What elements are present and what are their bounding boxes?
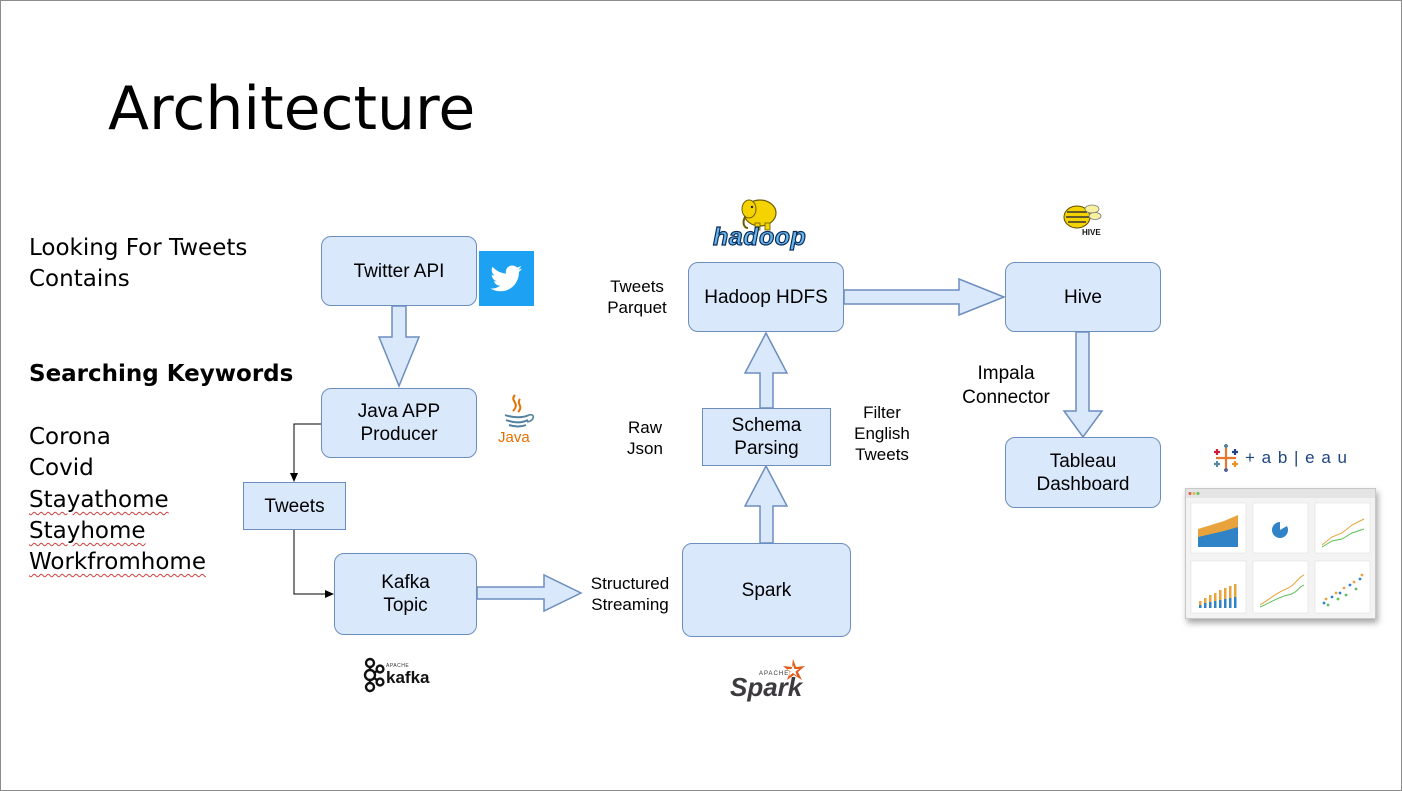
- label-tweets-parquet: Tweets Parquet: [599, 276, 675, 318]
- label-line: Impala: [977, 363, 1035, 384]
- label-line: Json: [627, 439, 663, 458]
- slide-title: Architecture: [108, 74, 476, 144]
- tableau-logo-text: + a b | e a u: [1245, 448, 1348, 467]
- label-line: Structured: [590, 574, 670, 593]
- label-line: Streaming: [591, 595, 669, 614]
- node-schema-parsing: Schema Parsing: [702, 408, 831, 466]
- node-tableau-line2: Dashboard: [1036, 473, 1130, 495]
- arrow-schema-to-hdfs: [743, 331, 789, 409]
- label-line: Filter: [863, 403, 901, 422]
- arrow-hdfs-to-hive: [843, 277, 1007, 317]
- keyword-item: Stayhome: [29, 516, 146, 547]
- java-cup-icon: Java: [495, 393, 539, 447]
- spark-star-icon: APACHE Spark: [729, 658, 811, 702]
- keyword-item: Workfromhome: [29, 547, 206, 578]
- kafka-logo-text: kafka: [386, 668, 430, 687]
- label-line: English: [854, 424, 910, 443]
- label-structured-streaming: Structured Streaming: [583, 573, 677, 615]
- spark-apache-text: APACHE: [759, 671, 790, 677]
- label-line: Parquet: [607, 298, 667, 317]
- keyword-item: Stayathome: [29, 485, 169, 516]
- arrow-twitter-to-java: [377, 305, 421, 388]
- node-java-producer-line1: Java APP: [357, 401, 441, 422]
- label-line: Connector: [962, 387, 1050, 408]
- node-twitter-api: Twitter API: [321, 236, 477, 306]
- node-schema-line2: Parsing: [734, 438, 799, 459]
- node-tableau-line1: Tableau: [1049, 450, 1117, 472]
- hadoop-elephant-icon: hadoop: [711, 195, 811, 252]
- keyword-text: Stayhome: [29, 518, 146, 544]
- keywords-heading: Searching Keywords: [29, 361, 294, 387]
- node-tableau-dashboard: Tableau Dashboard: [1005, 437, 1161, 508]
- intro-line-1: Looking For Tweets: [29, 235, 248, 261]
- node-tweets: Tweets: [243, 482, 346, 530]
- node-java-producer: Java APP Producer: [321, 388, 477, 458]
- node-kafka-topic: Kafka Topic: [334, 553, 477, 635]
- node-kafka-line2: Topic: [383, 595, 428, 616]
- keyword-text: Stayathome: [29, 487, 169, 513]
- hive-logo-text: HIVE: [1082, 228, 1101, 237]
- arrow-spark-to-schema: [743, 464, 789, 544]
- hadoop-logo-text: hadoop: [712, 222, 807, 251]
- arrow-hive-to-tableau: [1062, 331, 1104, 439]
- node-spark: Spark: [682, 543, 851, 637]
- spark-logo-text: Spark: [730, 672, 803, 702]
- kafka-logo-icon: APACHE kafka: [363, 657, 437, 693]
- connector-tweets-to-kafka: [293, 530, 327, 595]
- arrow-kafka-to-spark: [476, 573, 583, 613]
- keyword-item: Covid: [29, 455, 94, 481]
- node-kafka-line1: Kafka: [381, 572, 430, 593]
- keyword-item: Corona: [29, 424, 111, 450]
- label-line: Tweets: [855, 445, 909, 464]
- kafka-apache-text: APACHE: [386, 663, 410, 669]
- label-line: Raw: [627, 418, 662, 437]
- java-logo-text: Java: [498, 429, 530, 446]
- hive-bee-icon: HIVE: [1059, 201, 1103, 239]
- dashboard-thumbnail: [1185, 488, 1376, 619]
- node-hadoop-hdfs: Hadoop HDFS: [688, 262, 844, 332]
- label-raw-json: Raw Json: [615, 417, 675, 459]
- label-line: Tweets: [610, 277, 664, 296]
- node-java-producer-line2: Producer: [360, 424, 438, 445]
- twitter-bird-icon: [479, 251, 534, 306]
- intro-line-2: Contains: [29, 266, 130, 292]
- tableau-cross-icon: + a b | e a u: [1211, 443, 1351, 473]
- label-impala-connector: Impala Connector: [949, 362, 1063, 410]
- keyword-text: Workfromhome: [29, 549, 206, 575]
- label-filter-english: Filter English Tweets: [845, 402, 919, 465]
- node-schema-line1: Schema: [731, 415, 802, 436]
- node-hive: Hive: [1005, 262, 1161, 332]
- connector-java-to-tweets: [293, 423, 321, 477]
